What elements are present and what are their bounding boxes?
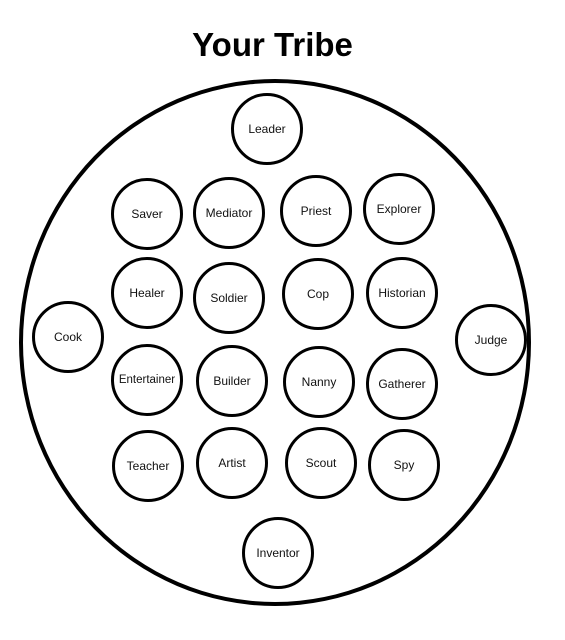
role-label: Scout bbox=[305, 456, 337, 470]
role-label: Leader bbox=[248, 122, 286, 136]
role-label: Teacher bbox=[126, 459, 170, 473]
role-mediator: Mediator bbox=[193, 177, 265, 249]
role-cop: Cop bbox=[282, 258, 354, 330]
role-priest: Priest bbox=[280, 175, 352, 247]
role-label: Historian bbox=[378, 286, 426, 300]
role-label: Nanny bbox=[301, 375, 337, 389]
role-soldier: Soldier bbox=[193, 262, 265, 334]
role-scout: Scout bbox=[285, 427, 357, 499]
role-label: Cop bbox=[306, 287, 329, 301]
role-cook: Cook bbox=[32, 301, 104, 373]
role-entertainer: Entertainer bbox=[111, 344, 183, 416]
role-label: Soldier bbox=[210, 291, 248, 305]
role-label: Healer bbox=[129, 286, 165, 300]
role-builder: Builder bbox=[196, 345, 268, 417]
role-label: Inventor bbox=[256, 546, 300, 560]
role-saver: Saver bbox=[111, 178, 183, 250]
role-label: Judge bbox=[474, 333, 508, 347]
role-gatherer: Gatherer bbox=[366, 348, 438, 420]
role-historian: Historian bbox=[366, 257, 438, 329]
role-label: Builder bbox=[213, 374, 251, 388]
role-label: Explorer bbox=[376, 202, 422, 216]
role-label: Entertainer bbox=[118, 374, 176, 386]
role-nanny: Nanny bbox=[283, 346, 355, 418]
role-label: Saver bbox=[131, 207, 163, 221]
role-label: Priest bbox=[300, 204, 332, 218]
role-label: Spy bbox=[393, 458, 415, 472]
role-spy: Spy bbox=[368, 429, 440, 501]
role-explorer: Explorer bbox=[363, 173, 435, 245]
role-label: Mediator bbox=[205, 206, 253, 220]
role-label: Cook bbox=[53, 330, 82, 344]
diagram-title: Your Tribe bbox=[192, 26, 353, 63]
role-artist: Artist bbox=[196, 427, 268, 499]
role-teacher: Teacher bbox=[112, 430, 184, 502]
role-inventor: Inventor bbox=[242, 517, 314, 589]
role-label: Artist bbox=[218, 456, 246, 470]
role-label: Gatherer bbox=[378, 377, 426, 391]
role-healer: Healer bbox=[111, 257, 183, 329]
role-leader: Leader bbox=[231, 93, 303, 165]
role-judge: Judge bbox=[455, 304, 527, 376]
